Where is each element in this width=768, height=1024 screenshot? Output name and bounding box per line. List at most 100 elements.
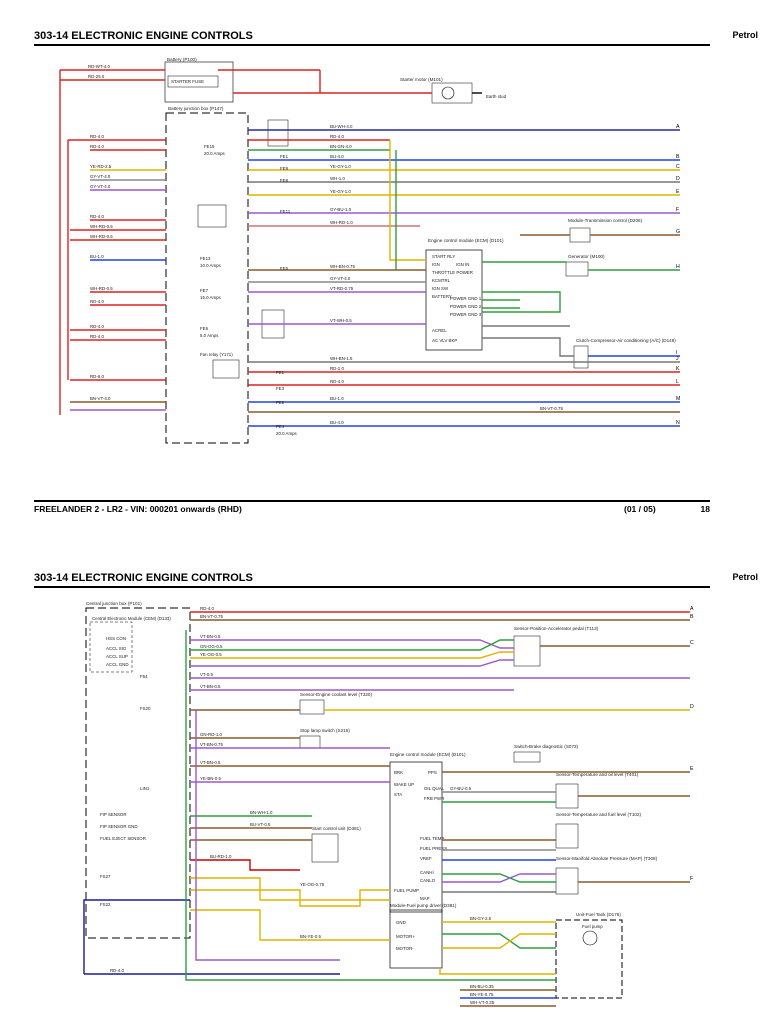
fuse-label-10: FE3 <box>276 386 285 391</box>
wire-label-l8: WH-RD-0.5 <box>90 224 113 229</box>
wire2-label-20: BN-YE-0.75 <box>470 992 494 997</box>
starter-fuse-box <box>167 75 219 88</box>
footer-rule <box>34 500 710 502</box>
wire-label-l13: RD-4.0 <box>90 324 104 329</box>
connector-g: G <box>676 229 680 235</box>
ecm-pin-5: BATTERY <box>432 294 452 299</box>
wire2-label-14: BU-RD-1.0 <box>210 854 232 859</box>
left-label-5: FS20 <box>140 706 151 711</box>
ecm-pin-7: POWER GND 1 <box>450 296 482 301</box>
connector2-a: A <box>690 606 694 612</box>
fuel-type: Petrol <box>732 30 758 40</box>
control-module-box <box>89 621 133 673</box>
connector-d: D <box>676 176 680 182</box>
wire-label-m10: GY-VT-4.0 <box>330 276 351 281</box>
ecm-pin-1: IGN <box>432 262 440 267</box>
wire2-label-5: VT-0.5 <box>200 672 213 677</box>
left-label-4: F54 <box>140 674 148 679</box>
brake-switch-box <box>513 751 541 763</box>
connector-l: L <box>676 379 679 385</box>
fuel-temp-sensor-box <box>555 823 579 849</box>
ecm2-pin-10: CANLO <box>420 878 436 883</box>
ecm-label: Engine control module (ECM) (D101) <box>428 238 504 243</box>
fuse-rating-4: 20.0 Amps <box>276 431 298 436</box>
wire2-label-2: VT-BN-0.5 <box>200 634 221 639</box>
wire-label-m9: WH-BN-0.75 <box>330 264 355 269</box>
connector-i: I <box>676 350 677 356</box>
connector-f: F <box>676 207 679 213</box>
left-label-3: ACCL GND <box>106 662 129 667</box>
wire-label-l12: RD-4.0 <box>90 299 104 304</box>
fan-relay-box <box>212 359 240 379</box>
footer-sheet: (01 / 05) <box>624 504 656 514</box>
map-sensor-box <box>555 867 579 895</box>
ecm2-pin-8: VREF <box>420 856 432 861</box>
fuse-label-12: FE4 <box>276 424 285 429</box>
connector2-c: C <box>690 640 694 646</box>
diagram-page-2: 303-14 ELECTRONIC ENGINE CONTROLS Petrol… <box>0 560 768 1024</box>
connector-h: H <box>676 264 680 270</box>
ecm2-pin-4: STA <box>394 792 402 797</box>
ecm2-pin-11: FUEL PUMP <box>394 888 419 893</box>
wire-label-l3: RD-4.0 <box>90 144 104 149</box>
wire2-label-7: GN-RD-1.0 <box>200 732 223 737</box>
left-label-6: LIN1 <box>140 786 150 791</box>
oil-sensor-label: Sensor-Temperature and oil level (T401) <box>556 772 639 777</box>
wire-label-l14: RD-4.0 <box>90 334 104 339</box>
connector2-d: D <box>690 704 694 710</box>
ecm2-pin-1: PPS <box>428 770 437 775</box>
wire2-label-1: BN-VT-0.75 <box>200 614 223 619</box>
wire2-label-4: YE-OG-0.5 <box>200 652 222 657</box>
starter-motor-box <box>431 82 473 104</box>
clutch-label: Clutch-Compressor-Air conditioning (A/C)… <box>576 338 676 343</box>
ecm2-pin-3: OIL QUAL <box>424 786 445 791</box>
wire2-label-0: RD-4.0 <box>200 606 214 611</box>
bjb-label: Battery junction box (P147) <box>168 106 224 111</box>
fuse-rating-1: 10.0 Amps <box>200 263 222 268</box>
wire-label-m6: YE-GY-1.0 <box>330 189 351 194</box>
ecm-pin-0: START RLY <box>432 254 455 259</box>
connector-e: E <box>676 189 680 195</box>
wire-label-m0: BU-WH-4.0 <box>330 124 353 129</box>
oil-sensor-box <box>555 783 579 809</box>
wire-label-l0: RD-WT-4.0 <box>88 64 111 69</box>
fuse-label-2: FE9 <box>280 166 289 171</box>
wire-label-m12: VT-WH-0.5 <box>330 318 352 323</box>
fuse-label-3: FE8 <box>280 178 289 183</box>
wire2-label-8: VT-BN-0.75 <box>200 742 223 747</box>
wire-label-l5: GY-VT-4.0 <box>90 174 111 179</box>
connector-a: A <box>676 124 680 130</box>
control-module-label: Central Electronic Module (CEM) (D133) <box>92 616 171 621</box>
fuel-pump-label: Fuel pump <box>582 924 603 929</box>
coolant-level-label: Sensor-Engine coolant level (T320) <box>300 692 372 697</box>
ecm2-pin-2: WAKE UP <box>394 782 414 787</box>
ecm2-pin-9: CANHI <box>420 870 434 875</box>
accel-pedal-label: Sensor-Position-Accelerator pedal (T113) <box>514 626 599 631</box>
wire-label-l16: BN-VT-4.0 <box>90 396 111 401</box>
wire-label-m16: BU-1.0 <box>330 396 344 401</box>
coolant-level-box <box>299 699 325 715</box>
connector-j: J <box>676 356 679 362</box>
footer-page-number: 18 <box>700 504 710 514</box>
wire-label-m4: YE-GY-1.0 <box>330 164 351 169</box>
fuse-label-0: FE15 <box>204 144 215 149</box>
diagram-page-1: 303-14 ELECTRONIC ENGINE CONTROLS Petrol… <box>34 30 758 514</box>
connector2-e: E <box>690 766 694 772</box>
footer-model: FREELANDER 2 - LR2 - VIN: 000201 onwards… <box>34 504 242 514</box>
ecm-pin-8: POWER GND 2 <box>450 304 482 309</box>
bjb-box <box>165 112 249 444</box>
brake-switch-label: Switch-Brake diagnostic (S073) <box>514 744 579 749</box>
fuel-temp-sensor-label: Sensor-Temperature and fuel level (T102) <box>556 812 641 817</box>
fuse-label-9: FE1 <box>276 370 285 375</box>
fuse-rating-2: 15.0 Amps <box>200 295 222 300</box>
pump-module-box <box>389 909 443 969</box>
wire-label-m2: BN-GN-4.0 <box>330 144 352 149</box>
ecm2-pin-12: MAP <box>420 896 430 901</box>
footer: FREELANDER 2 - LR2 - VIN: 000201 onwards… <box>34 504 710 514</box>
ecm2-pin-5: FRB PWR <box>424 796 444 801</box>
wire-label-m15: RD-4.0 <box>330 379 344 384</box>
wire-label-m11: VT-RD-0.75 <box>330 286 354 291</box>
wire2-label-11: BN-WH-1.0 <box>250 810 273 815</box>
fuel-pump-icon <box>582 930 598 946</box>
pump-pin-1: MOTOR+ <box>396 934 415 939</box>
